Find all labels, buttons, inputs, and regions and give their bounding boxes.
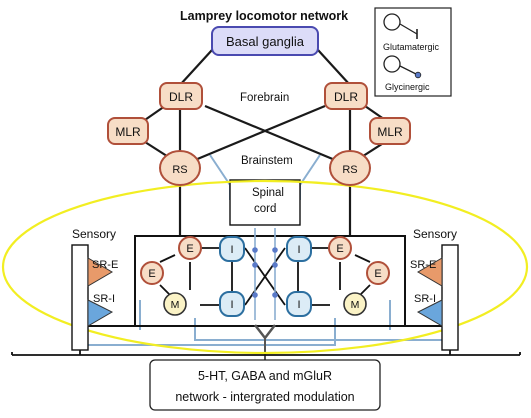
svg-text:network - intergrated modulati: network - intergrated modulation	[175, 390, 354, 404]
dlr-left-node: DLR	[159, 82, 203, 110]
svg-text:RS: RS	[342, 164, 357, 176]
sr-i-left-receptor	[87, 299, 114, 327]
svg-text:DLR: DLR	[334, 90, 358, 104]
legend-glutamatergic-label: Glutamatergic	[383, 42, 440, 52]
e-neuron-right-upper	[328, 236, 352, 260]
sr-i-left-label: SR-I	[93, 293, 115, 305]
brainstem-label: Brainstem	[241, 155, 293, 167]
e-neuron-right-lower	[366, 261, 390, 285]
svg-text:DLR: DLR	[169, 90, 193, 104]
basal-ganglia-node: Basal ganglia	[211, 26, 319, 56]
svg-text:Spinal: Spinal	[252, 187, 284, 199]
sensory-right-bar	[441, 244, 459, 351]
sr-e-left-label: SR-E	[92, 259, 118, 271]
legend-glycinergic-label: Glycinergic	[385, 82, 430, 92]
rs-right-node: RS	[329, 150, 371, 186]
svg-text:Basal ganglia: Basal ganglia	[226, 34, 305, 49]
glutamatergic-symbol-icon	[383, 13, 401, 31]
e-neuron-left-lower	[140, 261, 164, 285]
sensory-left-label: Sensory	[72, 227, 116, 241]
sr-e-left-receptor	[87, 257, 113, 287]
svg-text:5-HT, GABA and mGluR: 5-HT, GABA and mGluR	[198, 369, 332, 383]
svg-text:M: M	[171, 299, 180, 311]
svg-text:E: E	[148, 268, 155, 280]
glycinergic-symbol-icon	[383, 55, 401, 73]
diagram-title: Lamprey locomotor network	[180, 9, 348, 23]
sr-i-right-receptor	[416, 299, 443, 327]
sr-e-right-receptor	[417, 257, 443, 287]
legend: Glutamatergic Glycinergic	[374, 7, 452, 97]
svg-text:M: M	[351, 299, 360, 311]
svg-text:I: I	[297, 299, 300, 311]
spinal-network-ellipse	[1, 179, 529, 355]
mlr-left-node: MLR	[107, 117, 149, 145]
m-neuron-left	[163, 292, 187, 316]
svg-text:E: E	[186, 243, 193, 255]
i-neuron-left-upper	[219, 236, 245, 262]
m-neuron-right	[343, 292, 367, 316]
svg-text:I: I	[230, 299, 233, 311]
sensory-left-bar	[71, 244, 89, 351]
forebrain-label: Forebrain	[240, 92, 289, 104]
rs-left-node: RS	[159, 150, 201, 186]
svg-text:I: I	[297, 244, 300, 256]
mlr-right-node: MLR	[369, 117, 411, 145]
svg-text:RS: RS	[172, 164, 187, 176]
sr-e-right-label: SR-E	[410, 259, 436, 271]
modulation-network-box: 5-HT, GABA and mGluR network - intergrat…	[149, 359, 381, 411]
svg-text:MLR: MLR	[377, 125, 403, 139]
svg-text:E: E	[374, 268, 381, 280]
dlr-right-node: DLR	[324, 82, 368, 110]
svg-text:I: I	[230, 244, 233, 256]
i-neuron-right-lower	[286, 291, 312, 317]
svg-text:cord: cord	[254, 203, 276, 215]
svg-text:MLR: MLR	[115, 125, 141, 139]
i-neuron-left-lower	[219, 291, 245, 317]
spinal-cord: Spinal cord	[229, 179, 301, 226]
sensory-right-label: Sensory	[413, 227, 457, 241]
e-neuron-left-upper	[178, 236, 202, 260]
i-neuron-right-upper	[286, 236, 312, 262]
descending-connections	[141, 49, 389, 236]
svg-text:E: E	[336, 243, 343, 255]
sr-i-right-label: SR-I	[414, 293, 436, 305]
